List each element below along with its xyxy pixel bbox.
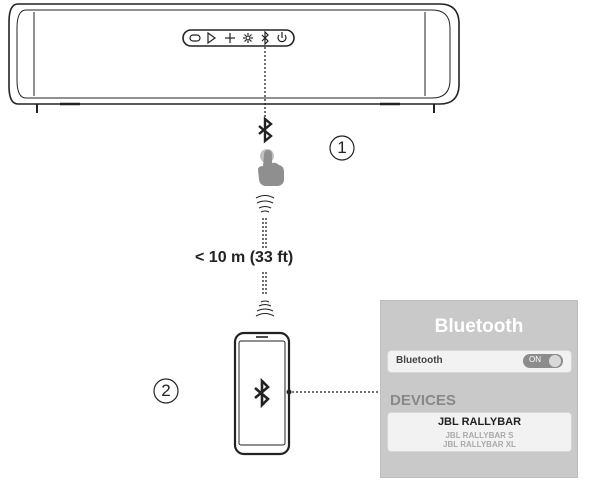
speaker [8,3,460,113]
step-1-label: 1 [337,138,347,157]
device-item[interactable]: JBL RALLYBAR [437,416,522,428]
device-item[interactable]: JBL RALLYBAR S [445,431,514,440]
bluetooth-toggle-label: Bluetooth [396,355,443,366]
hand-press-icon [258,149,284,186]
devices-heading: DEVICES [390,392,456,409]
power-icon [277,32,287,43]
light-icon [243,33,253,43]
device-item[interactable]: JBL RALLYBAR XL [443,440,516,449]
switch-knob [549,355,561,367]
panel-title: Bluetooth [434,316,524,337]
distance-label: < 10 m (33 ft) [195,249,294,266]
signal-waves-icon [255,194,275,213]
step-2-label: 2 [161,381,171,400]
connection-line [262,47,267,295]
step-2-circle [153,378,179,404]
bluetooth-icon [258,116,273,144]
signal-waves-icon [255,300,275,317]
bluetooth-switch[interactable]: ON [523,354,563,368]
play-icon [207,31,217,45]
panel-connector [286,389,381,395]
speaker-buttons [189,30,287,46]
bluetooth-icon [254,377,270,409]
switch-state-text: ON [529,355,541,364]
plus-icon [225,33,235,43]
bluetooth-icon [261,30,269,46]
devices-list: JBL RALLYBAR JBL RALLYBAR S JBL RALLYBAR… [387,412,572,452]
step-1-circle [329,135,355,161]
bluetooth-toggle-row[interactable]: Bluetooth ON [387,350,572,373]
bluetooth-settings-panel: Bluetooth Bluetooth ON DEVICES JBL RALLY… [381,301,577,477]
minus-icon [189,34,201,42]
